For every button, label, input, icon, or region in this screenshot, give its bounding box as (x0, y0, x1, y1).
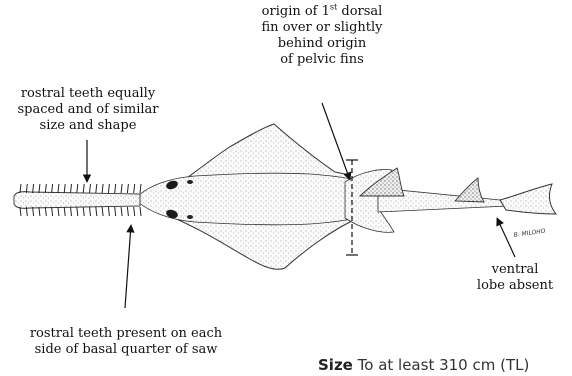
dorsal-line-2: fin over or slightly (232, 20, 412, 36)
teeth-basal-line-1: rostral teeth present on each (6, 326, 246, 342)
rostral-tooth-lower (127, 207, 128, 216)
left-eye (187, 180, 193, 184)
annotation-rostral-teeth-basal: rostral teeth present on each side of ba… (6, 326, 246, 358)
rostral-tooth-upper (134, 184, 135, 193)
dorsal-line-4: of pelvic fins (232, 52, 412, 68)
rostral-tooth-lower (102, 207, 103, 216)
rostral-tooth-upper (45, 184, 46, 193)
rostral-tooth-upper (108, 184, 109, 193)
teeth-equal-line-3: size and shape (4, 118, 172, 134)
caudal-fin (500, 184, 556, 214)
rostral-tooth-upper (58, 184, 59, 193)
dorsal-line-1: origin of 1st dorsal (232, 4, 412, 20)
size-label: Size (318, 356, 353, 374)
size-caption: Size To at least 310 cm (TL) (318, 356, 529, 374)
rostral-tooth-lower (134, 207, 135, 216)
teeth-equal-line-1: rostral teeth equally (4, 86, 172, 102)
annotation-dorsal-fin-origin: origin of 1st dorsal fin over or slightl… (232, 4, 412, 68)
rostral-tooth-lower (52, 207, 53, 216)
rostral-tooth-lower (115, 207, 116, 216)
rostral-tooth-upper (71, 184, 72, 193)
arrow-to-ventral-lobe (497, 218, 515, 257)
rostral-tooth-lower (90, 207, 91, 216)
rostral-tooth-lower (39, 207, 40, 216)
rostrum-saw (14, 184, 141, 216)
rostral-tooth-upper (96, 184, 97, 193)
artist-signature: B. MILOHO (513, 228, 546, 239)
rostral-tooth-upper (64, 184, 65, 193)
rostral-tooth-upper (77, 184, 78, 193)
rostral-tooth-upper (83, 184, 84, 193)
sawfish-body (138, 124, 556, 269)
rostral-tooth-lower (45, 207, 46, 216)
rostral-tooth-lower (121, 207, 122, 216)
rostral-tooth-upper (90, 184, 91, 193)
rostral-tooth-upper (52, 184, 53, 193)
dorsal-line-3: behind origin (232, 36, 412, 52)
ventral-line-2: lobe absent (470, 278, 560, 294)
second-dorsal-fin (455, 178, 484, 202)
rostral-tooth-lower (58, 207, 59, 216)
rostral-tooth-upper (140, 184, 141, 193)
right-eye (187, 215, 193, 219)
rostral-tooth-lower (77, 207, 78, 216)
arrow-to-rostral-teeth-basal (125, 225, 131, 308)
rostral-tooth-lower (83, 207, 84, 216)
teeth-equal-line-2: spaced and of similar (4, 102, 172, 118)
rostral-tooth-upper (127, 184, 128, 193)
rostral-tooth-lower (96, 207, 97, 216)
rostral-tooth-upper (115, 184, 116, 193)
annotation-rostral-teeth-equal: rostral teeth equally spaced and of simi… (4, 86, 172, 134)
ventral-line-1: ventral (470, 262, 560, 278)
rostral-tooth-upper (121, 184, 122, 193)
teeth-basal-line-2: side of basal quarter of saw (6, 342, 246, 358)
size-value: To at least 310 cm (TL) (358, 356, 530, 374)
rostral-tooth-upper (39, 184, 40, 193)
rostrum-blade (14, 192, 140, 209)
rostral-tooth-upper (102, 184, 103, 193)
rostral-tooth-lower (71, 207, 72, 216)
rostral-tooth-lower (64, 207, 65, 216)
rostral-tooth-lower (108, 207, 109, 216)
rostral-tooth-lower (140, 207, 141, 216)
annotation-ventral-lobe: ventral lobe absent (470, 262, 560, 294)
